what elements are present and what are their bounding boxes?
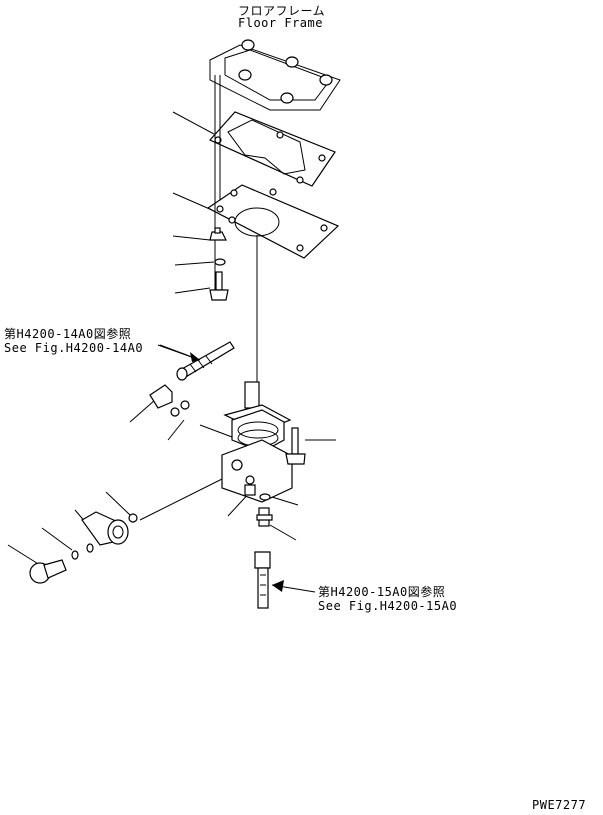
brake-valve-body xyxy=(221,381,293,503)
small-ring xyxy=(128,513,138,523)
floor-frame-label-en: Floor Frame xyxy=(238,16,323,30)
o-ring xyxy=(170,407,180,417)
ref-14a0-label-en: See Fig.H4200-14A0 xyxy=(4,341,144,355)
lower-hose xyxy=(254,551,271,609)
floor-frame-shape xyxy=(209,39,341,111)
cap-part xyxy=(209,227,227,241)
nipple-fitting xyxy=(256,507,273,527)
left-hose xyxy=(176,341,235,381)
ref-15a0-label-en: See Fig.H4200-15A0 xyxy=(318,599,458,613)
elbow-fitting xyxy=(149,384,190,410)
arrow-15a0 xyxy=(271,580,316,593)
banjo-fitting xyxy=(81,511,129,546)
bolt-part xyxy=(209,271,229,301)
ref-14a0-label-jp: 第H4200-14A0図参照 xyxy=(4,327,132,341)
ref-15a0-label-jp: 第H4200-15A0図参照 xyxy=(318,585,446,599)
floor-frame-label-jp: フロアフレーム xyxy=(238,4,326,18)
plug-bolt xyxy=(29,559,67,584)
washer-small-2 xyxy=(71,550,79,560)
leader-lines-right xyxy=(269,439,336,541)
side-bolt xyxy=(285,427,306,465)
arrow-14a0 xyxy=(157,344,201,362)
washer-part xyxy=(214,258,226,266)
washer-small xyxy=(86,543,94,553)
gasket-plate xyxy=(209,111,336,187)
o-ring-2 xyxy=(259,493,271,501)
mounting-plate xyxy=(206,184,340,259)
drawing-code: PWE7277 xyxy=(532,798,587,812)
